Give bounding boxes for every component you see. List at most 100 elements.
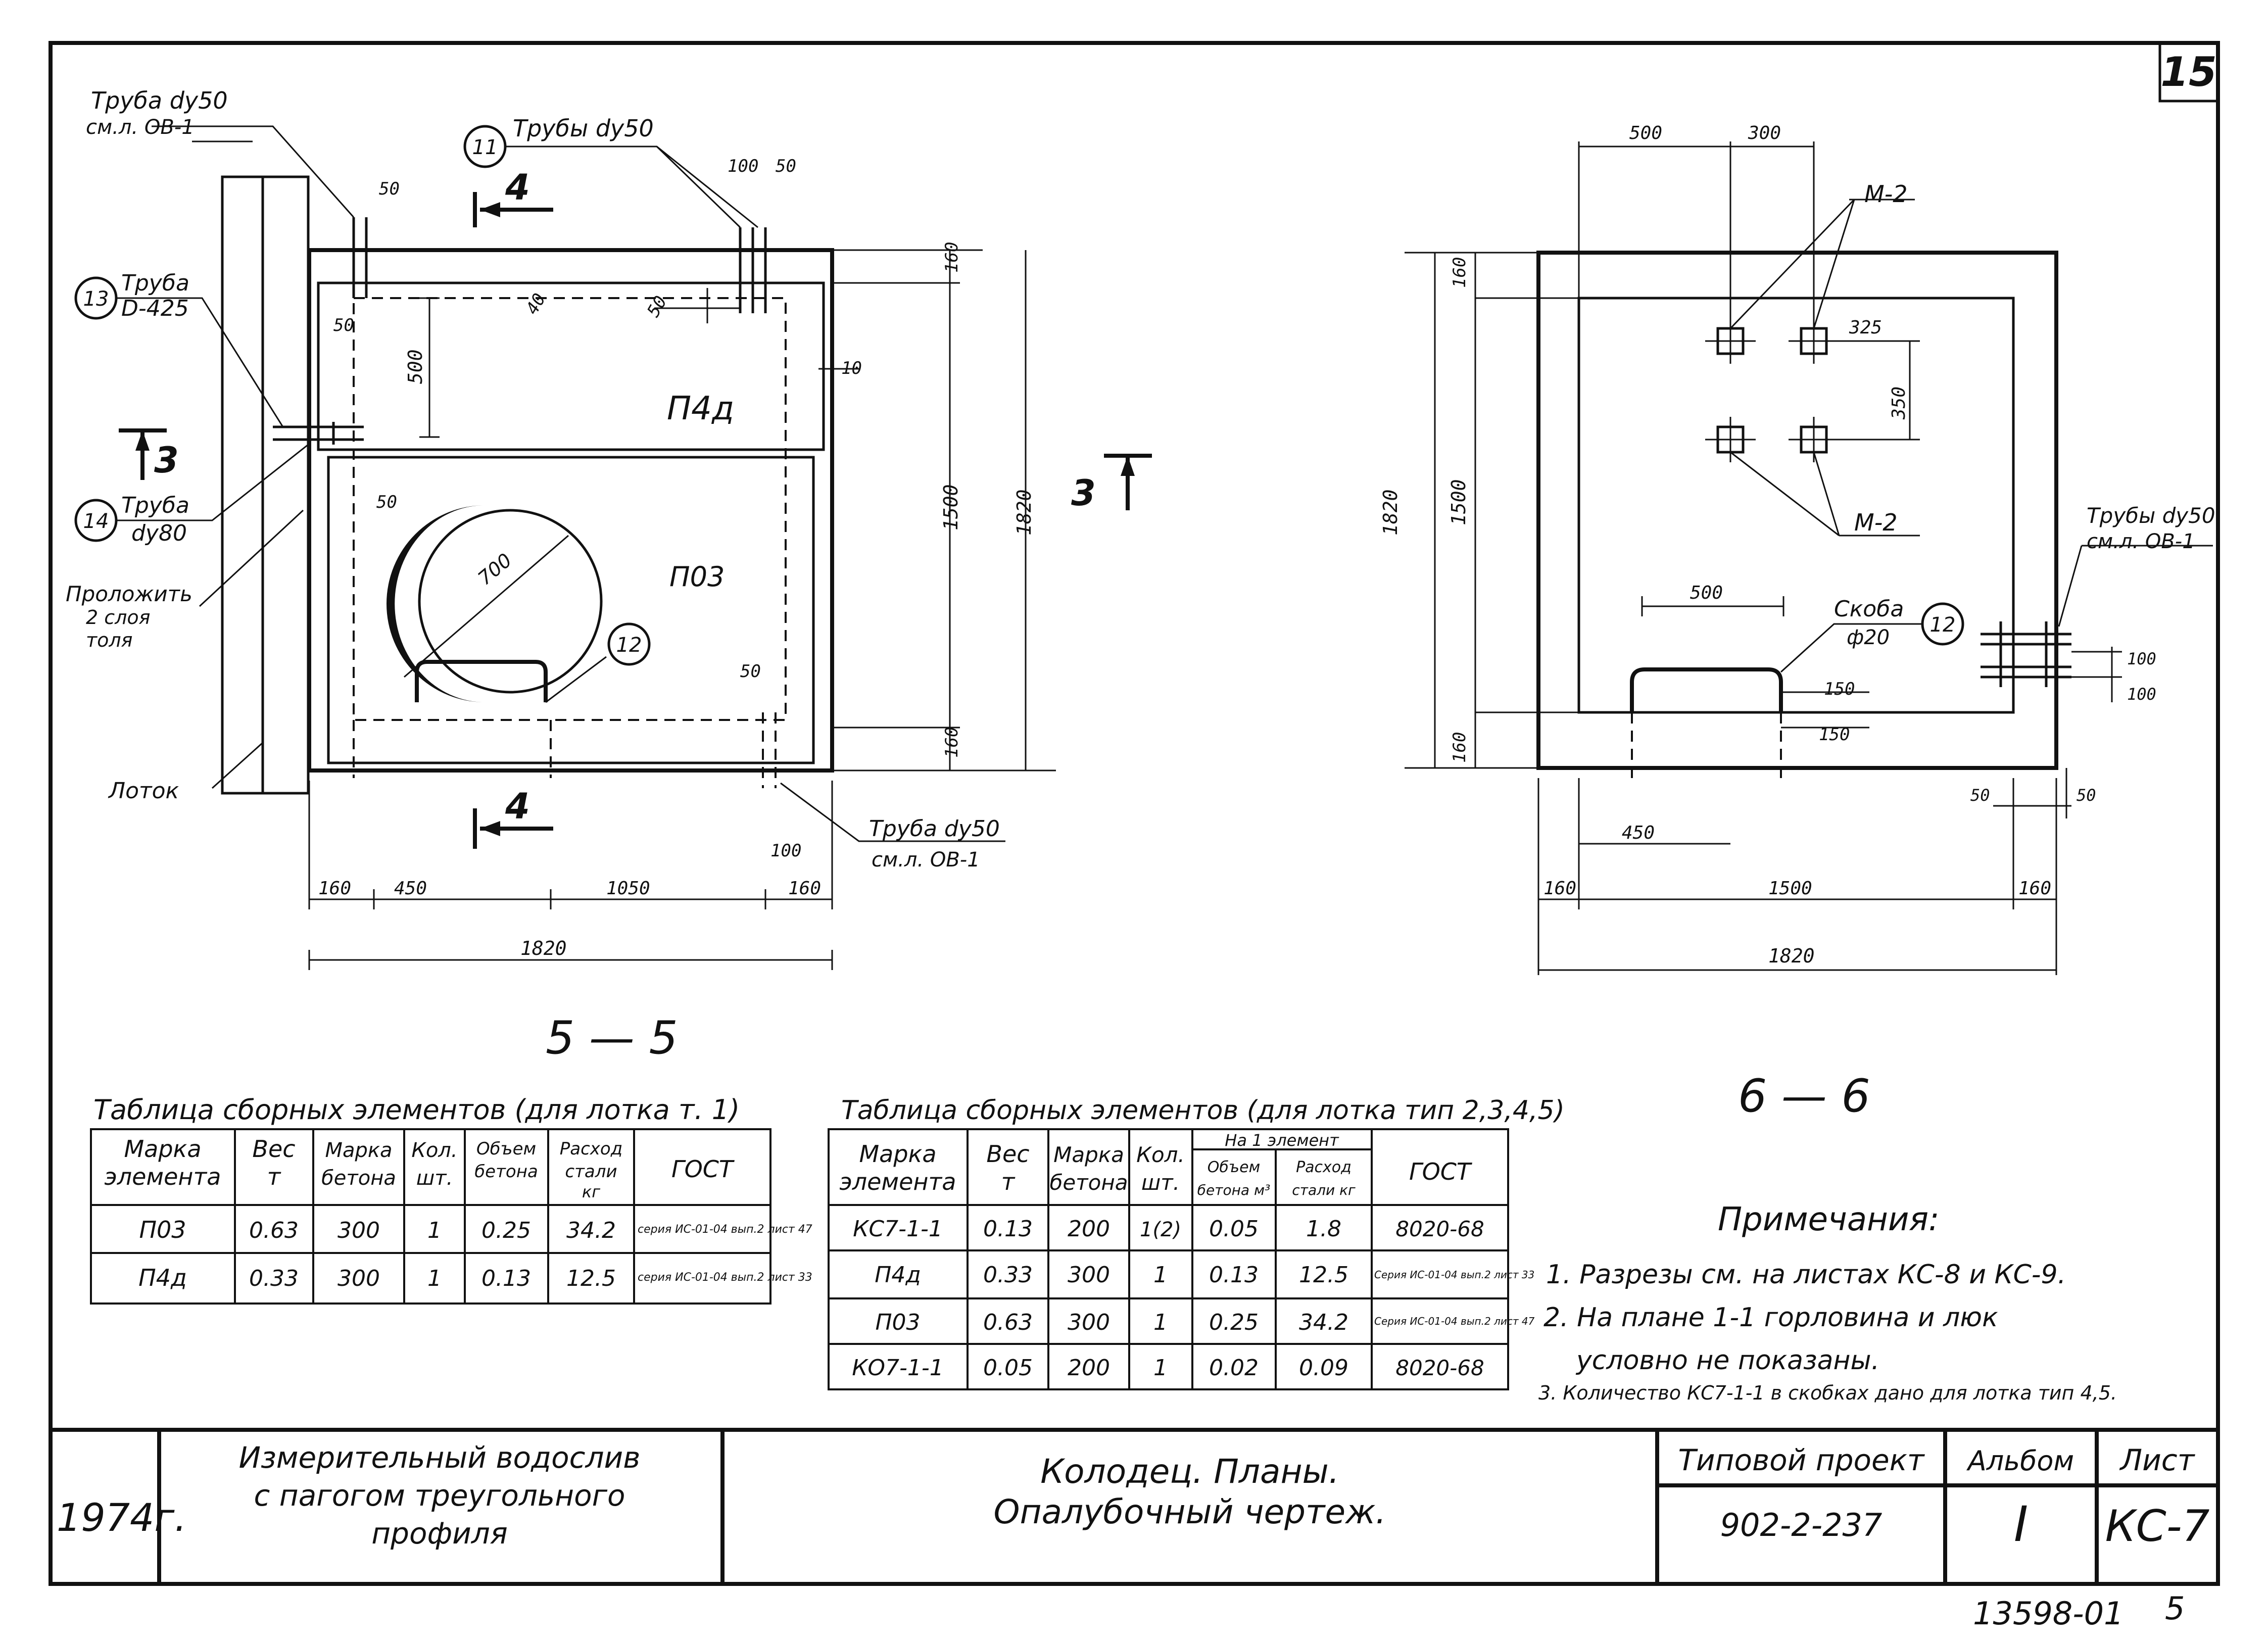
t2-h-qty-a: Кол. — [1136, 1142, 1185, 1167]
t2-h-concrete-a: Марка — [1053, 1142, 1124, 1167]
t1-r2-qty: 1 — [427, 1266, 442, 1291]
table-2-frame — [828, 1128, 1509, 1390]
drawing-title-2: Опалубочный чертеж. — [994, 1492, 1386, 1531]
t1-r1-qty: 1 — [427, 1218, 442, 1243]
t1-r1-gost: серия ИС-01-04 вып.2 лист 47 — [638, 1223, 812, 1236]
dim-5-1820v: 1820 — [1013, 489, 1035, 536]
t1-r1-concrete: 300 — [337, 1218, 380, 1243]
label-pipe-d425-b: D-425 — [121, 296, 189, 321]
t2-r2-volume: 0.13 — [1209, 1262, 1259, 1288]
year: 1974г. — [57, 1495, 187, 1540]
section-5-5: Труба dу50 см.л. ОВ-1 11 Трубы dу50 13 Т… — [66, 87, 1152, 1065]
table-1-title: Таблица сборных элементов (для лотка т. … — [93, 1094, 740, 1126]
section-5-title: 5 — 5 — [546, 1011, 678, 1065]
t2-r4-mark: КО7-1-1 — [852, 1355, 944, 1381]
bracket-6 — [1630, 667, 1783, 712]
table-1-frame — [90, 1128, 771, 1305]
section-6-title: 6 — 6 — [1738, 1070, 1870, 1123]
dim-5-1820h: 1820 — [520, 937, 567, 959]
t2-h-volume-b: бетона м³ — [1197, 1182, 1271, 1198]
dim-5-1500: 1500 — [940, 484, 962, 530]
t2-r2-weight: 0.33 — [983, 1262, 1033, 1288]
label-bracket-b: ф20 — [1847, 626, 1890, 649]
well-inner-6 — [1577, 297, 2015, 714]
typical-project-label: Типовой проект — [1678, 1443, 1925, 1477]
dim-6-100a: 100 — [2127, 649, 2156, 668]
label-bracket: Скоба — [1834, 596, 1904, 622]
t2-r1-qty: 1(2) — [1140, 1218, 1181, 1241]
t2-r4-volume: 0.02 — [1209, 1355, 1259, 1381]
t1-r2-volume: 0.13 — [481, 1266, 531, 1291]
t2-h-concrete-b: бетона — [1049, 1170, 1128, 1195]
t1-h-steel-b: стали — [565, 1162, 617, 1182]
t2-h-volume-a: Объем — [1208, 1159, 1260, 1176]
pipe-dy80 — [273, 422, 364, 445]
project-name-1: Измерительный водослив — [239, 1440, 641, 1475]
t2-r3-steel: 34.2 — [1299, 1310, 1348, 1335]
label-m2a: М-2 — [1864, 180, 1908, 208]
dim-5-1050: 1050 — [606, 878, 650, 899]
t2-r1-mark: КС7-1-1 — [853, 1216, 943, 1242]
sheet-frame — [49, 41, 2220, 1586]
manhole-opening — [418, 509, 603, 694]
label-pipe-dy50-top: Труба dу50 — [91, 87, 228, 114]
table-2-title: Таблица сборных элементов (для лотка тип… — [841, 1095, 1565, 1126]
project-name-2: с пагогом треугольного — [254, 1478, 625, 1513]
sheet-number-box — [2158, 41, 2219, 103]
label-pipe-d425: Труба — [121, 270, 189, 296]
tray-wall-inner — [261, 175, 310, 795]
t2-h-steel-b: стали кг — [1292, 1182, 1356, 1198]
callout-12-6: 12 — [1930, 613, 1956, 637]
t2-r4-concrete: 200 — [1068, 1355, 1110, 1381]
notes: Примечания: 1. Разрезы см. на листах КС-… — [1538, 1201, 2117, 1404]
t2-r4-qty: 1 — [1153, 1355, 1168, 1381]
notes-title: Примечания: — [1718, 1201, 1940, 1238]
t2-h-per-element: На 1 элемент — [1225, 1131, 1339, 1150]
t1-h-qty-b: шт. — [416, 1167, 453, 1190]
note-1: 1. Разрезы см. на листах КС-8 и КС-9. — [1546, 1260, 2066, 1290]
dim-6-450: 450 — [1622, 823, 1655, 843]
dim-5-50e: 50 — [376, 492, 397, 512]
cut-4-top-arrow — [480, 202, 500, 217]
t1-r2-concrete: 300 — [337, 1266, 380, 1291]
dim-5-450: 450 — [394, 878, 427, 899]
dims-6 — [1405, 141, 2122, 975]
dim-5-50c: 50 — [643, 293, 671, 320]
t2-r3-weight: 0.63 — [983, 1310, 1033, 1335]
well-outline-6 — [1536, 251, 2058, 770]
dim-6-300: 300 — [1748, 123, 1781, 143]
t1-h-weight-a: Вес — [252, 1135, 295, 1163]
t1-h-concrete-b: бетона — [321, 1167, 396, 1190]
callout-14: 14 — [83, 510, 109, 533]
t1-h-qty-a: Кол. — [411, 1139, 457, 1162]
label-pipe-dy80-b: dу80 — [131, 520, 187, 546]
dim-5-160l: 160 — [318, 878, 351, 899]
dim-6-1500v: 1500 — [1447, 479, 1470, 525]
t1-h-steel-c: кг — [582, 1182, 600, 1201]
sheet-number: 15 — [2160, 49, 2216, 95]
table-1-grid — [91, 1129, 770, 1304]
t2-r2-concrete: 300 — [1068, 1262, 1110, 1288]
title-block: 1974г. Измерительный водослив с пагогом … — [51, 1428, 2218, 1584]
cut-3-right-arrow — [1121, 456, 1135, 476]
dim-5-50a: 50 — [379, 179, 400, 199]
dim-6-1500h: 1500 — [1768, 878, 1812, 899]
cut-4-top-label: 4 — [505, 167, 530, 208]
t2-r1-volume: 0.05 — [1209, 1216, 1259, 1242]
label-pipe-dy50-bottom-ref: см.л. ОВ-1 — [872, 848, 980, 872]
bracket-5 — [415, 660, 548, 702]
sheet-code: КС-7 — [2105, 1501, 2210, 1552]
label-pipe-dy50-bottom: Труба dу50 — [869, 816, 1000, 842]
dim-6-160b: 160 — [1450, 732, 1470, 763]
dim-6-160l: 160 — [1543, 878, 1576, 899]
project-name-3: профиля — [371, 1516, 507, 1551]
dim-6-1820h: 1820 — [1768, 945, 1815, 967]
dim-5-500: 500 — [404, 349, 426, 384]
dim-5-160b: 160 — [942, 727, 962, 758]
dim-5-160t: 160 — [942, 242, 962, 273]
t2-r2-mark: П4д — [875, 1262, 921, 1288]
t1-r2-steel: 12.5 — [566, 1266, 616, 1291]
dim-6-160r: 160 — [2018, 878, 2051, 899]
dim-6-500: 500 — [1629, 123, 1662, 143]
t2-h-weight-b: т — [1001, 1168, 1016, 1195]
